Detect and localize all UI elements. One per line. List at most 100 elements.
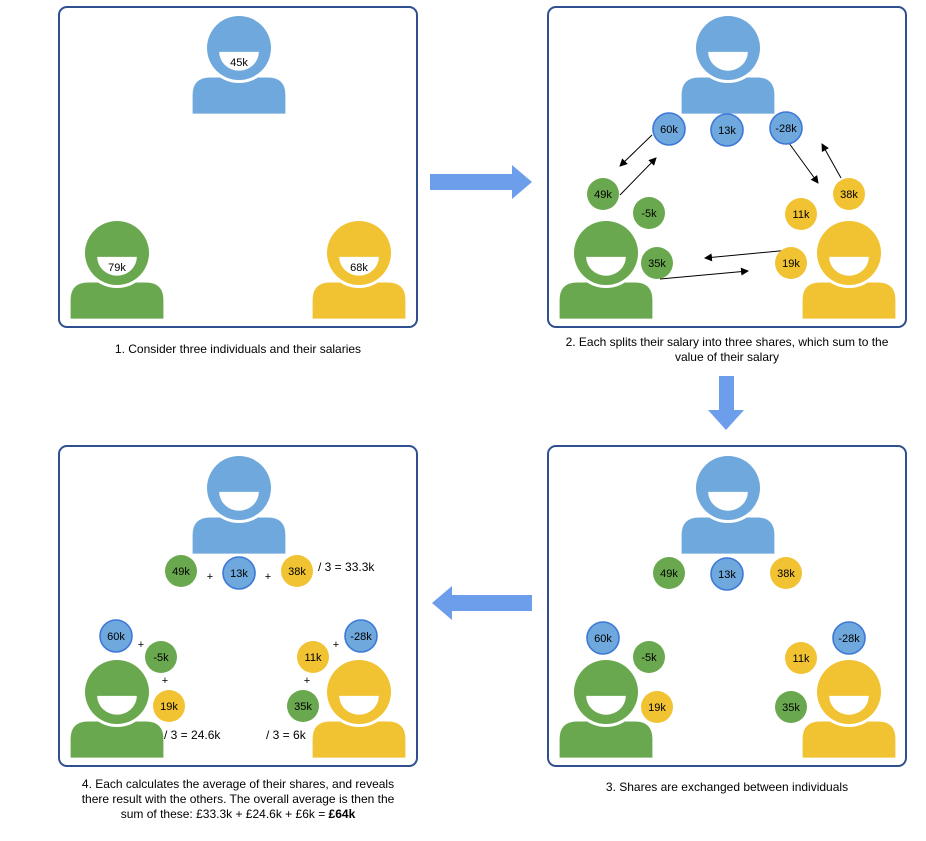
p1-yellow-person-salary: 68k	[350, 262, 368, 274]
labels-layer: ++/ 3 = 33.3k++/ 3 = 24.6k++/ 3 = 6k	[138, 560, 376, 742]
p3-green-share-3-circle	[641, 691, 673, 723]
p2-green-share-3: 35k	[641, 247, 673, 279]
p1-green-person: 79k	[70, 218, 164, 319]
p2-yellow-share-2: 11k	[785, 198, 817, 230]
p1-green-person-body-icon	[70, 282, 164, 319]
p2-green-share-3-circle	[641, 247, 673, 279]
p4-green-sum-3-circle	[153, 690, 185, 722]
p2-green-share-1-circle	[587, 178, 619, 210]
p4-yellow-plus-1: +	[333, 639, 339, 651]
p4-green-result: / 3 = 24.6k	[164, 728, 221, 742]
p4-blue-sum-1-circle	[165, 555, 197, 587]
p2-yellow-share-3-value: 19k	[782, 258, 800, 270]
p2-yellow-share-2-circle	[785, 198, 817, 230]
p2-green-person-head-icon	[574, 221, 638, 285]
p2-green-person	[559, 218, 653, 319]
p4-yellow-sum-2: -28k	[344, 619, 378, 653]
caption-step-1-text: 1. Consider three individuals and their …	[114, 342, 362, 356]
p3-yellow-share-3-circle	[775, 691, 807, 723]
p2-blue-person-body-icon	[681, 77, 775, 114]
flow-arrow-left	[432, 586, 532, 620]
flow-arrow-right	[430, 165, 532, 199]
p4-yellow-sum-1-circle	[297, 641, 329, 673]
p3-green-share-2-value: -5k	[641, 652, 657, 664]
p3-blue-person-body-icon	[681, 517, 775, 554]
p2-blue-share-2-value: 13k	[718, 125, 736, 137]
p3-blue-share-3: 38k	[770, 557, 802, 589]
p2-yellow-share-3-circle	[775, 247, 807, 279]
p4-green-sum-1-circle	[99, 619, 133, 653]
flow-arrow-down	[708, 376, 744, 430]
p2-yellow-person-body-icon	[802, 282, 896, 319]
p4-blue-plus-1: +	[207, 571, 213, 583]
p3-green-share-3-value: 19k	[648, 702, 666, 714]
p2-green-share-1-value: 49k	[594, 189, 612, 201]
p4-yellow-result: / 3 = 6k	[266, 728, 307, 742]
p3-yellow-person-head-icon	[817, 660, 881, 724]
p3-blue-share-2: 13k	[710, 557, 744, 591]
caption-step-3: 3. Shares are exchanged between individu…	[548, 780, 906, 795]
p2-green-share-3-value: 35k	[648, 258, 666, 270]
p3-blue-share-3-value: 38k	[777, 568, 795, 580]
exchange-arrows	[619, 134, 842, 280]
p4-green-sum-2: -5k	[145, 641, 177, 673]
p4-green-sum-3-value: 19k	[160, 701, 178, 713]
p2-blue-share-1: 60k	[652, 112, 686, 146]
caption-step-3-text: 3. Shares are exchanged between individu…	[605, 780, 849, 794]
p3-yellow-person	[802, 657, 896, 758]
p2-arrow-28k-to-yellow	[785, 138, 819, 184]
p3-green-person-body-icon	[559, 721, 653, 758]
p4-yellow-sum-2-value: -28k	[350, 631, 372, 643]
p4-green-person-smile-icon	[97, 695, 137, 715]
p3-yellow-person-smile-icon	[829, 695, 869, 715]
p4-blue-plus-2: +	[265, 571, 271, 583]
p4-green-sum-2-circle	[145, 641, 177, 673]
p4-yellow-sum-3-value: 35k	[294, 701, 312, 713]
p2-yellow-person	[802, 218, 896, 319]
p1-yellow-person-body-icon	[312, 282, 406, 319]
p2-green-person-body-icon	[559, 282, 653, 319]
p4-green-plus-2: +	[162, 675, 168, 687]
p2-green-share-2: -5k	[633, 197, 665, 229]
p3-yellow-share-2: -28k	[832, 621, 866, 655]
p2-arrow-green-to-blue	[619, 157, 657, 196]
p4-blue-sum-3-circle	[281, 555, 313, 587]
p3-yellow-share-1-value: 11k	[793, 653, 810, 665]
p2-blue-share-2: 13k	[710, 113, 744, 147]
p4-yellow-sum-1: 11k	[297, 641, 329, 673]
p3-blue-share-1-value: 49k	[660, 568, 678, 580]
p2-arrow-35k-to-yellow	[659, 267, 749, 280]
p4-blue-sum-3: 38k	[281, 555, 313, 587]
p4-green-person-head-icon	[85, 660, 149, 724]
p2-blue-person-smile-icon	[708, 51, 748, 71]
caption-step-1: 1. Consider three individuals and their …	[59, 342, 417, 357]
p4-yellow-person-head-icon	[327, 660, 391, 724]
p1-blue-person-salary: 45k	[230, 57, 248, 69]
p3-yellow-share-2-value: -28k	[838, 633, 860, 645]
p1-green-person-salary: 79k	[108, 262, 126, 274]
p3-blue-share-1-circle	[653, 557, 685, 589]
p4-yellow-person	[312, 657, 406, 758]
p3-green-share-2: -5k	[633, 641, 665, 673]
p3-green-share-1-circle	[586, 621, 620, 655]
p4-green-plus-1: +	[138, 639, 144, 651]
p3-blue-share-1: 49k	[653, 557, 685, 589]
p2-blue-person-head-icon	[696, 16, 760, 80]
p2-yellow-person-smile-icon	[829, 256, 869, 276]
p2-green-share-2-value: -5k	[641, 208, 657, 220]
p2-blue-share-2-circle	[710, 113, 744, 147]
p3-yellow-person-body-icon	[802, 721, 896, 758]
p4-yellow-sum-1-value: 11k	[305, 652, 322, 664]
p2-green-share-2-circle	[633, 197, 665, 229]
p1-green-person-smile-icon	[97, 256, 137, 276]
caption-step-4-line-1: 4. Each calculates the average of their …	[81, 777, 395, 791]
p2-arrow-19k-to-green	[704, 249, 791, 262]
overall-average: £64k	[328, 807, 356, 821]
p3-blue-person-head-icon	[696, 456, 760, 520]
p1-yellow-person: 68k	[312, 218, 406, 319]
p3-yellow-share-3-value: 35k	[782, 702, 800, 714]
p4-green-sum-3: 19k	[153, 690, 185, 722]
p2-arrow-60k-to-green	[619, 134, 653, 167]
p2-green-share-1: 49k	[587, 178, 619, 210]
